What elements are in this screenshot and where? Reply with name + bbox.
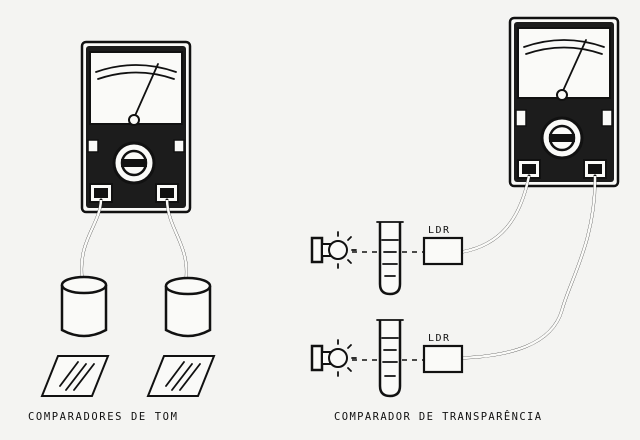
cylinder-sensor-icon — [164, 276, 212, 338]
lamp-icon — [310, 339, 357, 377]
ldr-sensor-icon — [422, 236, 464, 266]
color-sample-icon — [40, 355, 110, 397]
right-multimeter-icon — [508, 16, 620, 188]
left-multimeter-icon — [80, 40, 192, 214]
test-tube-icon — [376, 319, 404, 398]
ldr-label-top: LDR — [428, 225, 451, 236]
ldr-label-bottom: LDR — [428, 333, 451, 344]
ldr-sensor-icon — [422, 344, 464, 374]
lamp-icon — [310, 231, 357, 269]
right-cable-top — [460, 174, 531, 254]
left-caption: COMPARADORES DE TOM — [28, 411, 179, 423]
cylinder-sensor-icon — [60, 275, 108, 338]
right-caption: COMPARADOR DE TRANSPARÊNCIA — [334, 410, 542, 423]
right-cable-bottom — [460, 174, 597, 360]
color-sample-icon — [146, 355, 216, 397]
test-tube-icon — [376, 221, 404, 296]
